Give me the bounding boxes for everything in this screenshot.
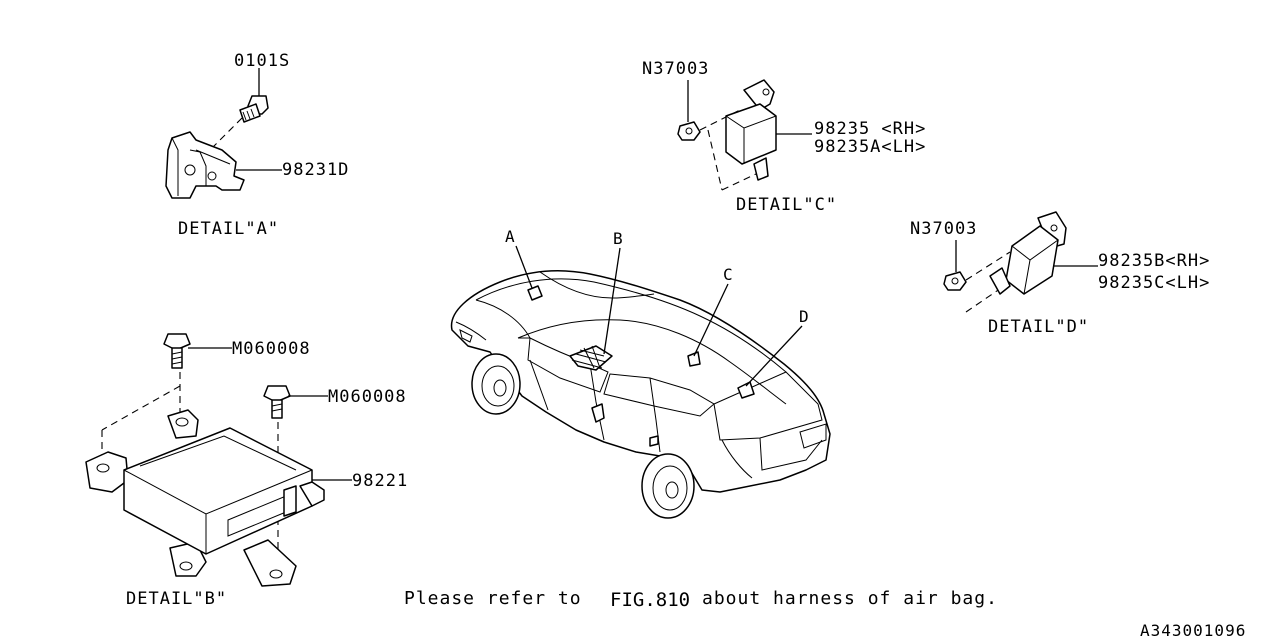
bolt-m060008-1 — [163, 333, 191, 369]
module-location-mark — [569, 345, 613, 371]
callout-c: C — [723, 265, 733, 284]
dash-guide-c3 — [721, 173, 757, 191]
dash-guide-a — [209, 117, 243, 151]
label-n37003-d: N37003 — [910, 219, 977, 239]
diagram-reference-number: A343001096 — [1140, 621, 1246, 640]
note-fig-link[interactable]: FIG.810 — [610, 589, 690, 611]
leader-callout-b — [603, 247, 621, 355]
bolt-0101s — [239, 95, 269, 123]
callouts: A B C D — [505, 227, 809, 387]
detail-c-group: N37003 98235 <RH> 98235A<LH> DETAIL"C" — [642, 59, 926, 215]
label-98235a-lh: 98235A<LH> — [814, 137, 926, 157]
label-m060008-1: M060008 — [232, 339, 311, 359]
callout-b: B — [613, 229, 623, 248]
callout-a: A — [505, 227, 515, 246]
module-98221 — [85, 409, 325, 587]
bolt-m060008-2 — [263, 385, 291, 419]
label-0101s: 0101S — [234, 51, 290, 71]
detail-b-group: M060008 M060008 — [85, 333, 408, 609]
nut-n37003-d — [943, 271, 967, 291]
label-98231d: 98231D — [282, 160, 349, 180]
detail-d-caption: DETAIL"D" — [988, 317, 1089, 337]
nut-n37003-c — [677, 121, 701, 141]
detail-a-caption: DETAIL"A" — [178, 219, 279, 239]
dash-guide-b2 — [101, 385, 181, 431]
label-n37003-c: N37003 — [642, 59, 709, 79]
detail-d-group: N37003 98235B<RH> 98235C<LH> DETAIL"D" — [910, 211, 1210, 337]
leader-callout-d — [745, 325, 803, 387]
note-text-post: about harness of air bag. — [702, 588, 998, 609]
dash-guide-d2 — [965, 281, 1011, 313]
harness-note: Please refer to FIG.810 about harness of… — [404, 588, 998, 611]
label-98235b-rh: 98235B<RH> — [1098, 251, 1210, 271]
label-m060008-2: M060008 — [328, 387, 407, 407]
sensor-98235b-d — [989, 211, 1067, 295]
leader-callout-c — [693, 283, 729, 357]
dash-guide-c2 — [707, 129, 723, 191]
label-98221: 98221 — [352, 471, 408, 491]
leader-callout-a — [515, 245, 533, 289]
vehicle-wagon — [450, 270, 831, 519]
detail-c-caption: DETAIL"C" — [736, 195, 837, 215]
sensor-98235-c — [725, 79, 777, 181]
bracket-98231d — [165, 131, 245, 199]
label-98235-rh: 98235 <RH> — [814, 119, 926, 139]
note-text-pre: Please refer to — [404, 588, 582, 609]
callout-d: D — [799, 307, 809, 326]
dash-guide-d1 — [965, 251, 1011, 281]
detail-b-caption: DETAIL"B" — [126, 589, 227, 609]
detail-a-group: 0101S 98231D DETAIL"A" — [165, 51, 349, 239]
label-98235c-lh: 98235C<LH> — [1098, 273, 1210, 293]
